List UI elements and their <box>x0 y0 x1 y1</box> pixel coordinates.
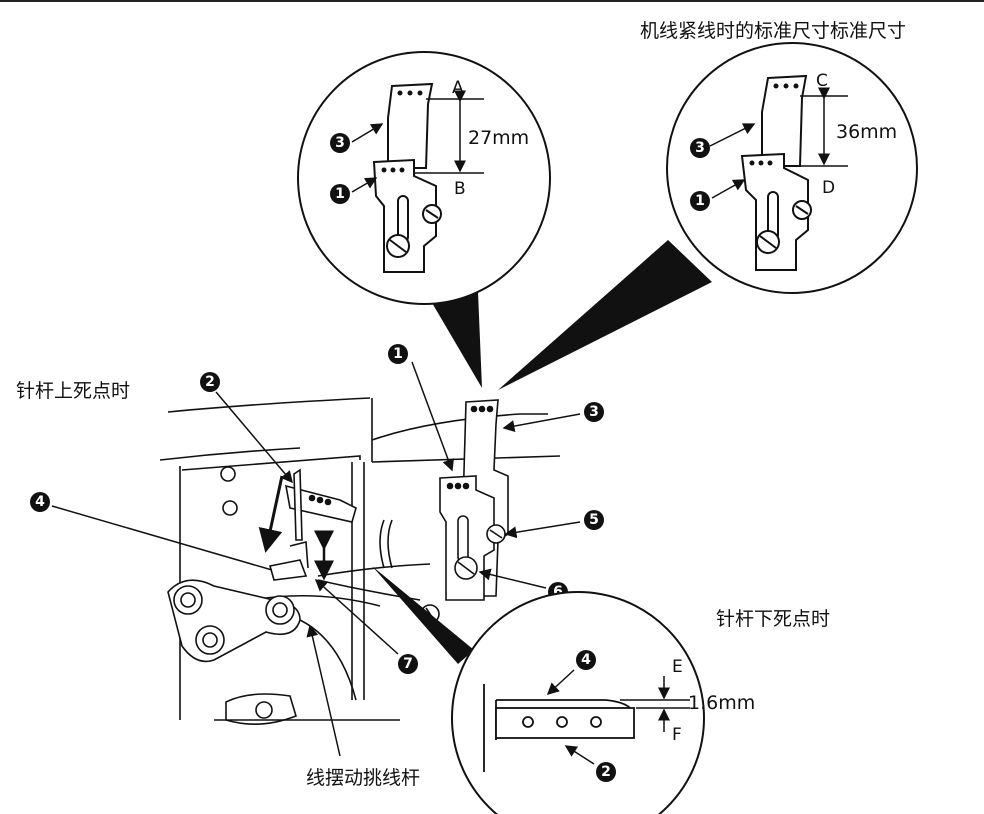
letter-e: E <box>672 657 683 677</box>
callout-1-main: 1 <box>393 346 403 362</box>
needle-up-label: 针杆上死点时 <box>16 380 131 402</box>
callout-4-main: 4 <box>35 494 45 510</box>
callout-1-right: 1 <box>695 193 705 209</box>
callout-2-detail: 2 <box>601 764 611 780</box>
callout-5-main: 5 <box>589 512 599 528</box>
callout-3-main: 3 <box>589 404 599 420</box>
dimension-1-6mm: 1.6mm <box>688 692 755 714</box>
main-callouts: 1 2 3 4 5 6 7 <box>30 344 604 757</box>
letter-a: A <box>452 78 464 98</box>
letter-f: F <box>672 725 682 745</box>
swing-lever-label: 线摆动挑线杆 <box>306 767 421 789</box>
callout-3-right: 3 <box>695 140 705 156</box>
needle-down-label: 针杆下死点时 <box>716 608 831 630</box>
letter-d: D <box>822 178 835 198</box>
bottom-detail-circle: E F 1.6mm 4 2 <box>451 591 755 814</box>
standard-dimension-title: 机线紧线时的标准尺寸标准尺寸 <box>640 20 907 42</box>
top-rule <box>0 0 984 2</box>
right-magnifier-cone <box>498 240 712 390</box>
downward-motion-arrow <box>258 475 284 553</box>
callout-7-main: 7 <box>403 656 413 672</box>
left-detail-circle: A B 27mm 3 1 <box>297 51 551 305</box>
dimension-36mm: 36mm <box>836 121 897 143</box>
left-magnifier-cone <box>428 292 482 388</box>
letter-c: C <box>816 71 828 91</box>
callout-3-left: 3 <box>335 135 345 151</box>
dimension-27mm: 27mm <box>468 127 529 149</box>
callout-6-main: 6 <box>553 584 563 600</box>
callout-2-main: 2 <box>205 374 215 390</box>
letter-b: B <box>454 179 466 199</box>
bottom-magnifier-cone <box>372 566 474 664</box>
right-detail-circle: C D 36mm 3 1 <box>666 42 918 294</box>
callout-1-left: 1 <box>335 186 345 202</box>
callout-4-detail: 4 <box>581 652 591 668</box>
